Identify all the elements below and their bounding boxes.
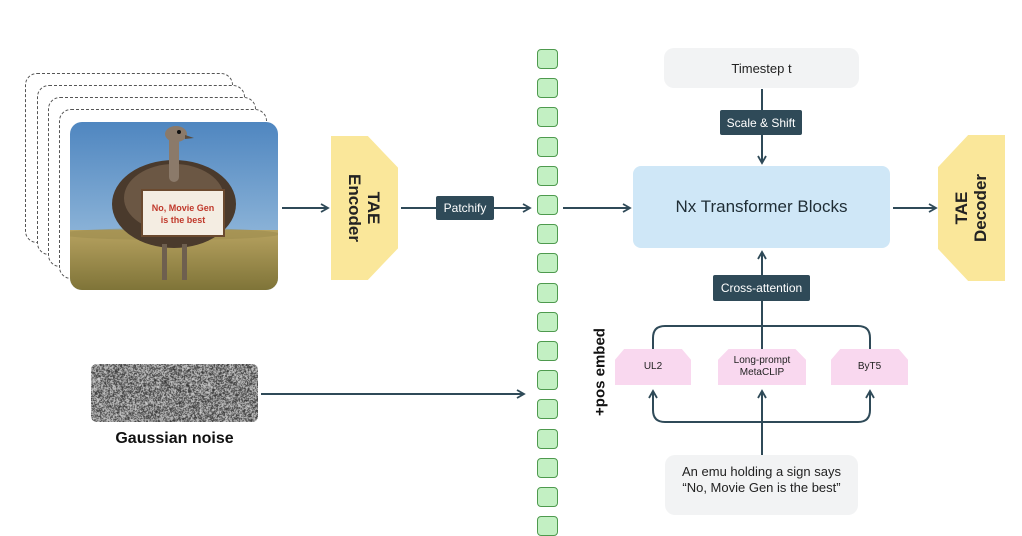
line-encoders-to-cross [653,301,870,349]
patch-token [537,516,558,536]
connector-lines [0,0,1022,500]
